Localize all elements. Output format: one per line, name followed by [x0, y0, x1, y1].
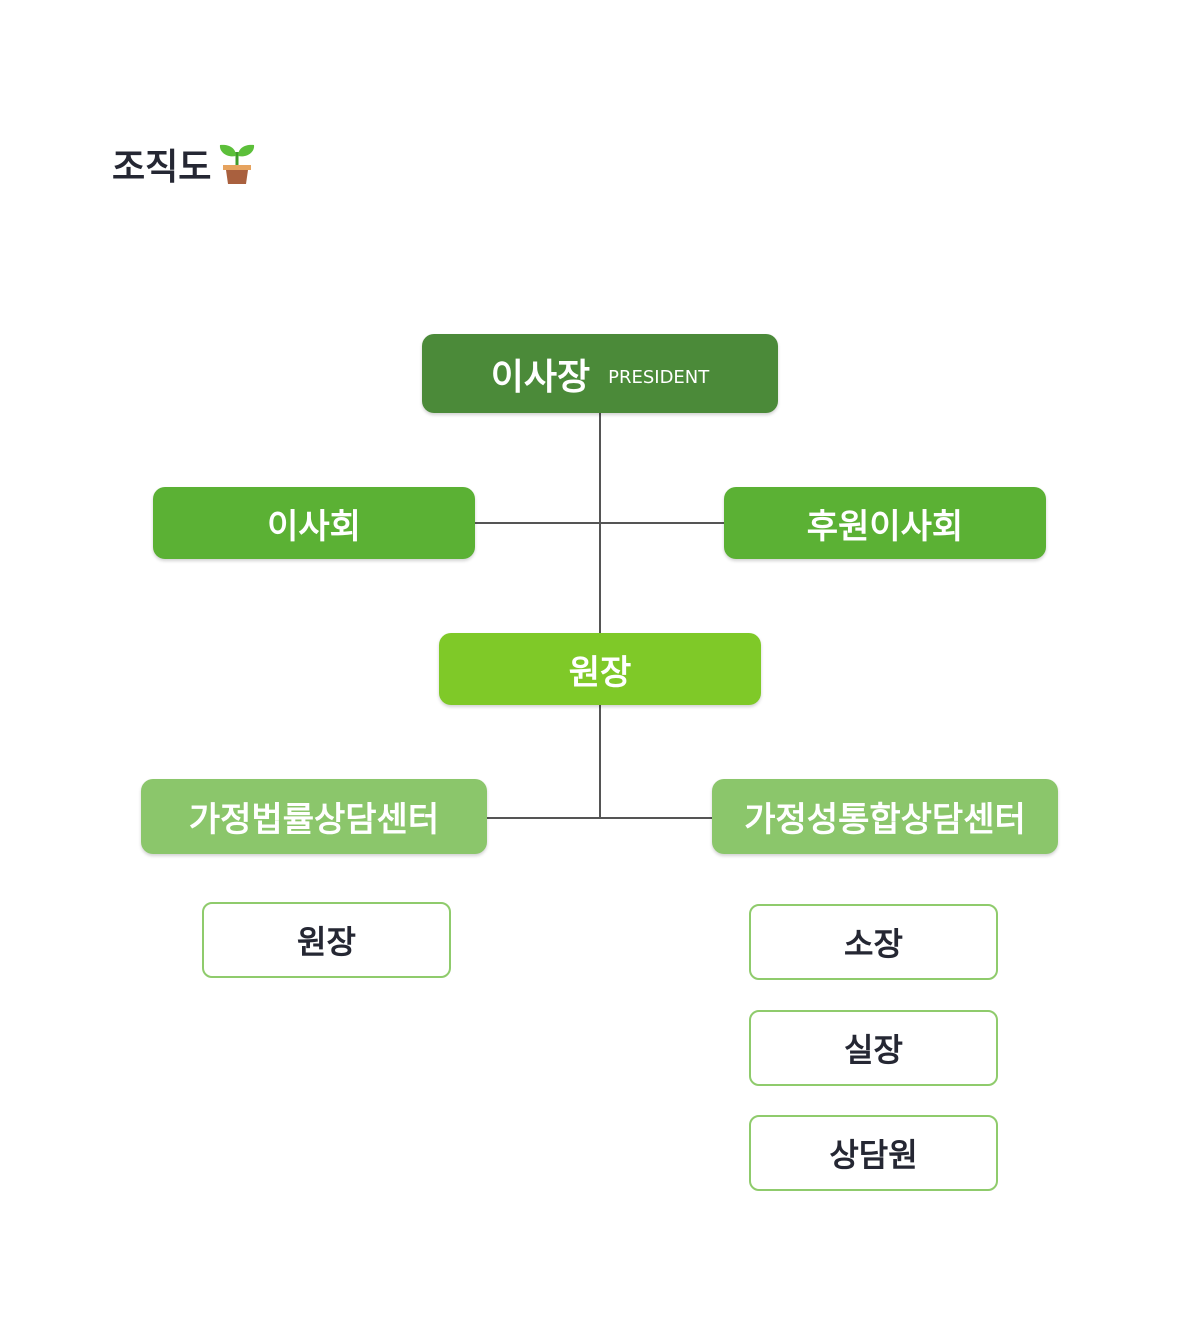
connector-line [486, 817, 714, 819]
sprout-icon [220, 144, 255, 184]
director-label: 원장 [568, 652, 632, 693]
connector-line [599, 705, 601, 819]
page-title-text: 조직도 [112, 147, 212, 188]
connector-line [474, 522, 726, 524]
director-box: 원장 [439, 633, 761, 705]
president-box: 이사장 PRESIDENT [422, 334, 778, 413]
center-label: 가정법률상담센터 [188, 800, 440, 840]
staff-label: 원장 [297, 923, 356, 961]
staff-label: 소장 [844, 925, 903, 963]
staff-box: 원장 [202, 902, 451, 978]
family-law-center-box: 가정법률상담센터 [141, 779, 487, 854]
staff-box: 실장 [749, 1010, 998, 1086]
board-box: 이사회 [153, 487, 475, 559]
page-title: 조직도 [112, 138, 257, 190]
staff-box: 상담원 [749, 1115, 998, 1191]
president-sublabel: PRESIDENT [608, 367, 710, 388]
family-counseling-center-box: 가정성통합상담센터 [712, 779, 1058, 854]
sponsor-board-label: 후원이사회 [806, 506, 964, 547]
staff-box: 소장 [749, 904, 998, 980]
staff-label: 실장 [844, 1031, 903, 1069]
president-label: 이사장 [490, 356, 591, 398]
board-label: 이사회 [267, 506, 361, 547]
center-label: 가정성통합상담센터 [744, 800, 1026, 840]
sponsor-board-box: 후원이사회 [724, 487, 1046, 559]
staff-label: 상담원 [829, 1136, 918, 1174]
